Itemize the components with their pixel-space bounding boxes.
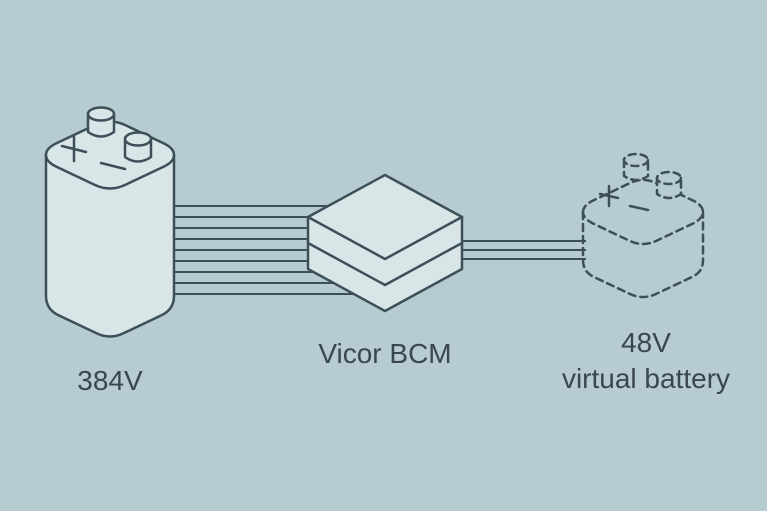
bcm-silhouette — [306, 173, 464, 313]
virtual-terminal-top — [622, 152, 650, 168]
hv-bus-lines-icon — [174, 205, 382, 295]
battery-icon — [44, 106, 176, 338]
converter-label: Vicor BCM — [318, 338, 451, 369]
battery-terminal-top — [123, 131, 153, 147]
minus-mark-icon — [99, 161, 127, 171]
battery-body — [44, 153, 176, 338]
source-battery-label: 384V — [77, 365, 143, 396]
bcm-module-icon — [306, 173, 464, 313]
virtual-battery-body — [581, 210, 705, 299]
battery-terminal-top — [86, 106, 116, 122]
bcm-mid-seam — [306, 241, 464, 287]
bcm-top-face-edge — [306, 215, 464, 261]
plus-mark-icon — [60, 135, 88, 163]
virtual-battery-top-face — [581, 178, 705, 246]
minus-mark-icon — [628, 204, 650, 212]
output-label-line1: 48V — [621, 327, 671, 358]
virtual-terminal-top — [655, 170, 683, 186]
virtual-battery-icon — [581, 152, 705, 299]
output-label-line2: virtual battery — [562, 363, 730, 394]
plus-mark-icon — [598, 184, 620, 208]
